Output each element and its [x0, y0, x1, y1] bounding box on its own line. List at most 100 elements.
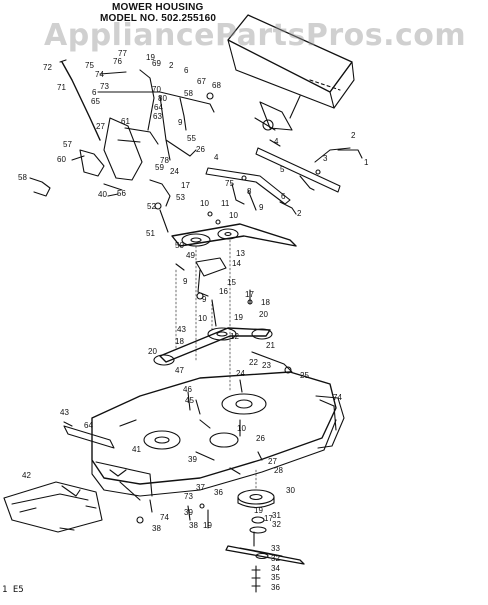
callout-75: 75 [85, 61, 94, 70]
callout-26: 26 [256, 434, 265, 443]
callout-73: 73 [100, 82, 109, 91]
callout-42: 42 [22, 471, 31, 480]
callout-14: 14 [232, 259, 241, 268]
callout-32: 32 [271, 554, 280, 563]
callout-9: 9 [259, 203, 264, 212]
callout-37: 37 [196, 483, 205, 492]
callout-10: 10 [229, 211, 238, 220]
deck-skirt [315, 395, 345, 449]
callout-4: 4 [274, 137, 279, 146]
callout-36: 36 [271, 583, 280, 592]
callout-68: 68 [212, 81, 221, 90]
callout-22: 22 [249, 358, 258, 367]
callout-20: 20 [148, 347, 157, 356]
callout-17: 17 [245, 290, 254, 299]
callout-49: 49 [186, 251, 195, 260]
callout-6: 6 [184, 66, 189, 75]
fasteners [63, 211, 263, 529]
callout-75: 75 [225, 179, 234, 188]
callout-64: 64 [84, 421, 93, 430]
callout-1: 1 [364, 158, 369, 167]
callout-73: 73 [184, 492, 193, 501]
callout-20: 20 [259, 310, 268, 319]
callout-16: 16 [219, 287, 228, 296]
callout-21: 21 [266, 341, 275, 350]
front-linkage [205, 167, 297, 215]
idler-bracket [175, 257, 227, 327]
callout-2: 2 [351, 131, 356, 140]
callout-26: 26 [196, 145, 205, 154]
callout-10: 10 [237, 424, 246, 433]
callout-64: 64 [154, 103, 163, 112]
callout-10: 10 [200, 199, 209, 208]
upper-belt [171, 223, 297, 247]
callout-46: 46 [183, 385, 192, 394]
callout-74: 74 [160, 513, 169, 522]
callout-74: 74 [333, 393, 342, 402]
callout-78: 78 [160, 156, 169, 165]
callout-4: 4 [214, 153, 219, 162]
callout-6: 6 [281, 192, 286, 201]
callout-63: 63 [153, 112, 162, 121]
diagram-title: MOWER HOUSING [112, 2, 204, 13]
callout-58: 58 [18, 173, 27, 182]
callout-3: 3 [323, 154, 328, 163]
lift-linkage [255, 139, 363, 193]
callout-11: 11 [221, 199, 230, 208]
callout-69: 69 [152, 59, 161, 68]
callout-45: 45 [185, 396, 194, 405]
callout-17: 17 [181, 181, 190, 190]
callout-76: 76 [113, 57, 122, 66]
callout-24: 24 [236, 369, 245, 378]
callout-70: 70 [152, 85, 161, 94]
callout-80: 80 [158, 94, 167, 103]
callout-47: 47 [175, 366, 184, 375]
callout-60: 60 [57, 155, 66, 164]
callout-25: 25 [300, 371, 309, 380]
callout-27: 27 [268, 457, 277, 466]
callout-12: 12 [230, 332, 239, 341]
callout-39: 39 [188, 455, 197, 464]
callout-40: 40 [98, 190, 107, 199]
callout-51: 51 [146, 229, 155, 238]
callout-43: 43 [60, 408, 69, 417]
leader-lines [175, 239, 257, 491]
watermark-text: AppliancePartsPros.com [44, 18, 467, 53]
callout-6: 6 [92, 88, 97, 97]
callout-43: 43 [177, 325, 186, 334]
callout-28: 28 [274, 466, 283, 475]
callout-19: 19 [146, 53, 155, 62]
callout-53: 53 [176, 193, 185, 202]
callout-50: 50 [175, 241, 184, 250]
callout-71: 71 [57, 83, 66, 92]
callout-9: 9 [178, 118, 183, 127]
callout-34: 34 [271, 564, 280, 573]
callout-77: 77 [118, 49, 127, 58]
callout-32: 32 [272, 520, 281, 529]
model-number: MODEL NO. 502.255160 [100, 13, 217, 24]
callout-2: 2 [169, 61, 174, 70]
callout-72: 72 [43, 63, 52, 72]
callout-18: 18 [175, 337, 184, 346]
callout-9: 9 [202, 295, 207, 304]
lower-belt [153, 327, 293, 374]
callout-31: 31 [272, 511, 281, 520]
mower-deck [91, 371, 337, 513]
callout-19: 19 [203, 521, 212, 530]
callout-38: 38 [152, 524, 161, 533]
callout-36: 36 [214, 488, 223, 497]
tractor-frame [227, 14, 355, 131]
callout-19: 19 [254, 506, 263, 515]
callout-39: 39 [184, 508, 193, 517]
callout-5: 5 [280, 165, 285, 174]
callout-27: 27 [96, 122, 105, 131]
callout-56: 56 [117, 189, 126, 198]
callout-15: 15 [227, 278, 236, 287]
callout-19: 19 [234, 313, 243, 322]
deck-front-bracket [63, 425, 153, 501]
callout-41: 41 [132, 445, 141, 454]
callout-59: 59 [155, 163, 164, 172]
